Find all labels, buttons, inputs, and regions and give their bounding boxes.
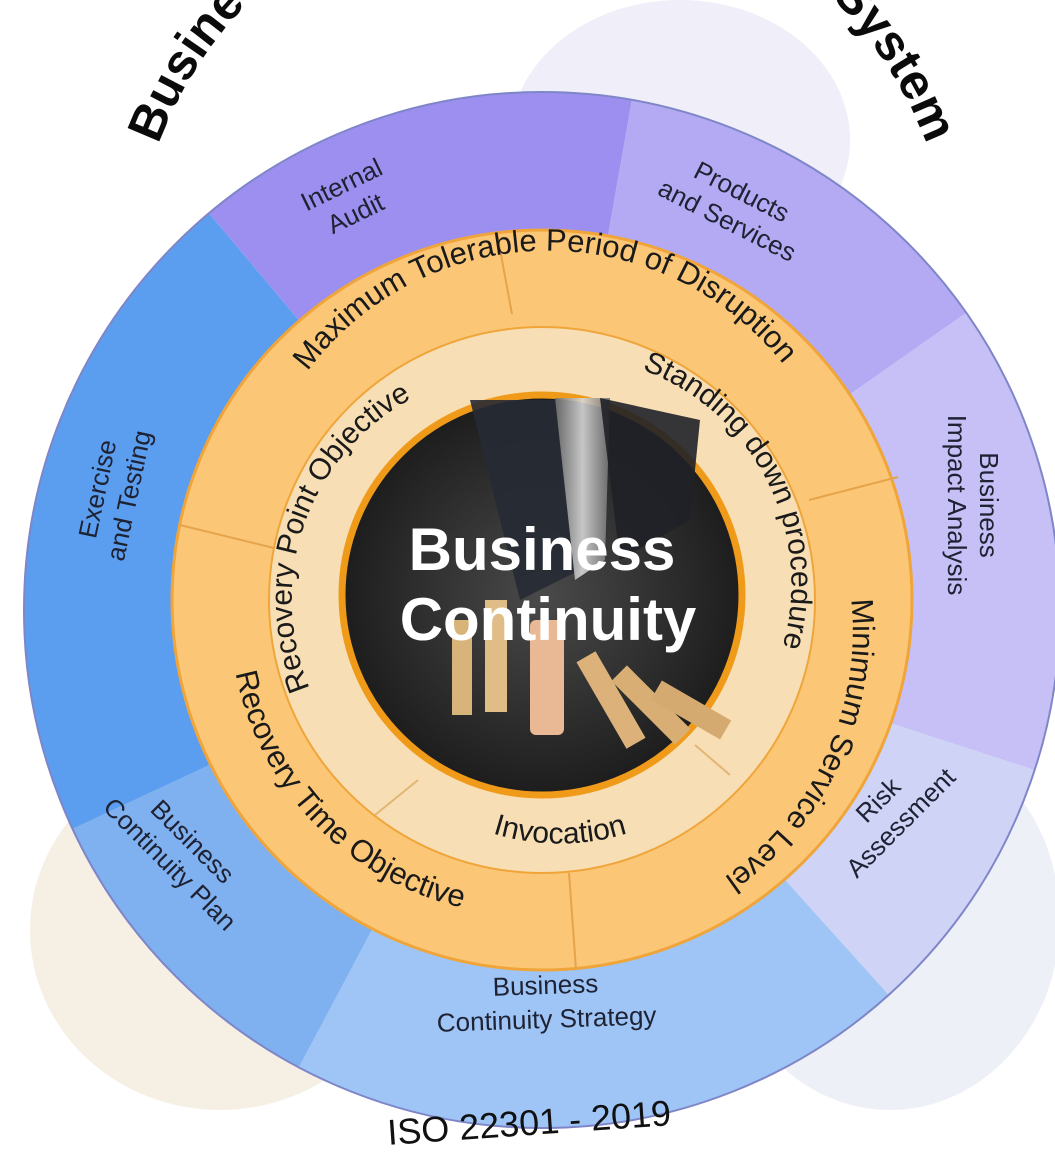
outer-ring-border — [23, 91, 1055, 1129]
outer-label-business-impact-analysis: Business Impact Analysis — [942, 415, 1004, 596]
center-title-line2: Continuity — [400, 586, 697, 653]
middle-ring-dividers — [179, 232, 899, 970]
inner-ring-dividers — [374, 744, 731, 816]
svg-text:Business: Business — [492, 968, 598, 1002]
outer-label-internal-audit: Internal Audit — [296, 152, 389, 240]
svg-text:Business: Business — [974, 452, 1004, 558]
svg-text:Impact Analysis: Impact Analysis — [942, 415, 972, 596]
center-image: Business Continuity — [338, 391, 746, 799]
center-title-line1: Business — [409, 516, 676, 583]
